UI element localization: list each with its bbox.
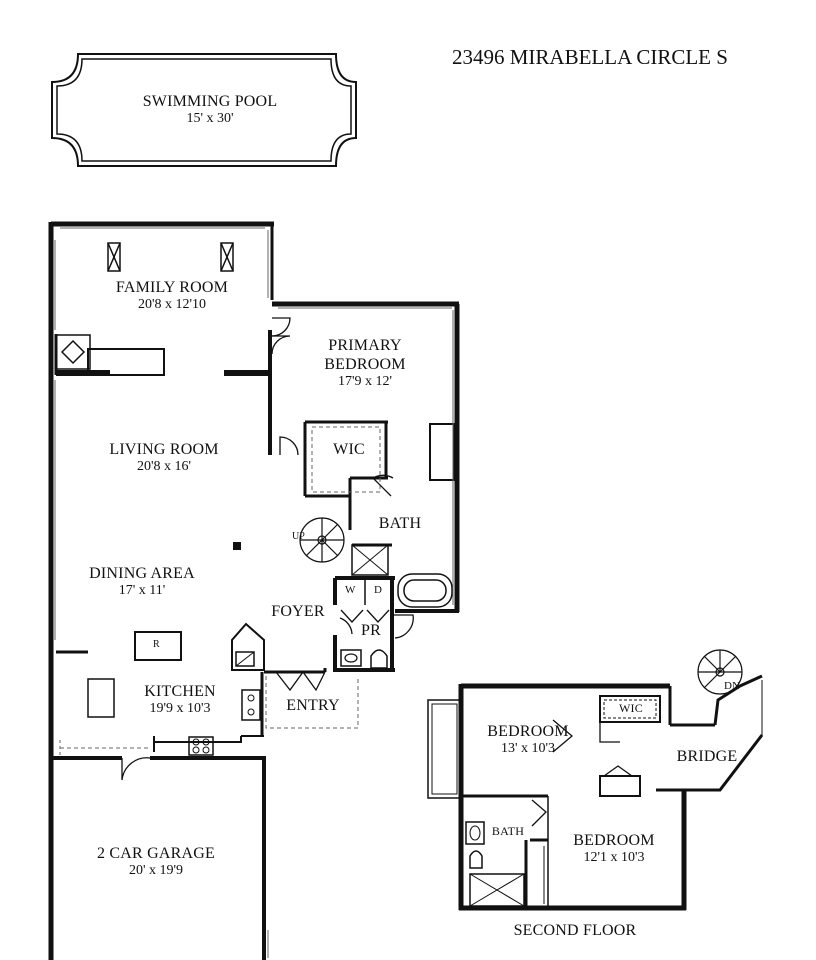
kitchen-label: KITCHEN 19'9 x 10'3 (120, 682, 240, 718)
powder-room-label: PR (356, 621, 386, 640)
family-room-dims: 20'8 x 12'10 (137, 297, 207, 313)
primary-bedroom-label: PRIMARY BEDROOM 17'9 x 12' (300, 336, 430, 391)
windows-and-dashes (54, 227, 454, 958)
second-floor-walls (427, 674, 764, 911)
bath-label: BATH (372, 514, 428, 533)
foyer-name: FOYER (271, 603, 325, 620)
family-room-label: FAMILY ROOM 20'8 x 12'10 (92, 278, 252, 314)
wic-label: WIC (324, 440, 374, 459)
doors (121, 317, 414, 781)
bedroom-3-dims: 12'1 x 10'3 (583, 850, 645, 866)
primary-bedroom-dims: 17'9 x 12' (337, 374, 393, 390)
entry-label: ENTRY (278, 696, 348, 715)
living-room-dims: 20'8 x 16' (136, 459, 192, 475)
pool-label: SWIMMING POOL 15' x 30' (120, 92, 300, 128)
upstairs-bath-label: BATH (486, 824, 530, 838)
pool-dims: 15' x 30' (186, 111, 234, 127)
primary-bedroom-name-2: BEDROOM (324, 356, 406, 374)
living-room-label: LIVING ROOM 20'8 x 16' (84, 440, 244, 476)
pool-name: SWIMMING POOL (142, 93, 278, 110)
kitchen-name: KITCHEN (144, 683, 216, 700)
entry-name: ENTRY (286, 697, 340, 714)
second-floor-name: SECOND FLOOR (513, 922, 637, 939)
spiral-stair-down (697, 649, 743, 695)
kitchen-dims: 19'9 x 10'3 (149, 701, 211, 717)
pool-outline (51, 53, 357, 167)
spiral-stair-up (299, 517, 345, 563)
dining-area-dims: 17' x 11' (118, 583, 166, 599)
garage-name: 2 CAR GARAGE (97, 845, 215, 862)
stair-down-label: DN (724, 680, 740, 692)
first-floor-walls (48, 221, 460, 960)
bath-name: BATH (378, 515, 422, 532)
bedroom-2-dims: 13' x 10'3 (500, 741, 556, 757)
upstairs-wic-name: WIC (619, 701, 643, 715)
upstairs-bath-name: BATH (491, 824, 525, 838)
stair-up-label: UP (292, 531, 305, 542)
fridge-label: R (153, 639, 160, 650)
bedroom-3-label: BEDROOM 12'1 x 10'3 (556, 831, 672, 867)
property-address: 23496 MIRABELLA CIRCLE S (452, 45, 728, 69)
fireplace (55, 334, 91, 370)
bridge-name: BRIDGE (676, 748, 738, 765)
bedroom-2-name: BEDROOM (487, 723, 569, 740)
upstairs-wic-label: WIC (612, 701, 650, 715)
garage-label: 2 CAR GARAGE 20' x 19'9 (76, 844, 236, 880)
second-floor-label: SECOND FLOOR (500, 921, 650, 940)
washer-label: W (345, 584, 356, 596)
dining-area-name: DINING AREA (89, 565, 195, 582)
garage-dims: 20' x 19'9 (128, 863, 184, 879)
wic-name: WIC (333, 441, 365, 458)
skylights (107, 242, 234, 272)
family-room-name: FAMILY ROOM (115, 279, 229, 296)
foyer-label: FOYER (266, 602, 330, 621)
living-room-name: LIVING ROOM (109, 441, 219, 458)
primary-bedroom-name-1: PRIMARY (328, 337, 402, 354)
bedroom-2-label: BEDROOM 13' x 10'3 (472, 722, 584, 758)
powder-room-name: PR (361, 622, 381, 639)
dining-area-label: DINING AREA 17' x 11' (72, 564, 212, 600)
dryer-label: D (374, 584, 382, 596)
bridge-label: BRIDGE (668, 747, 746, 766)
bedroom-3-name: BEDROOM (573, 832, 655, 849)
